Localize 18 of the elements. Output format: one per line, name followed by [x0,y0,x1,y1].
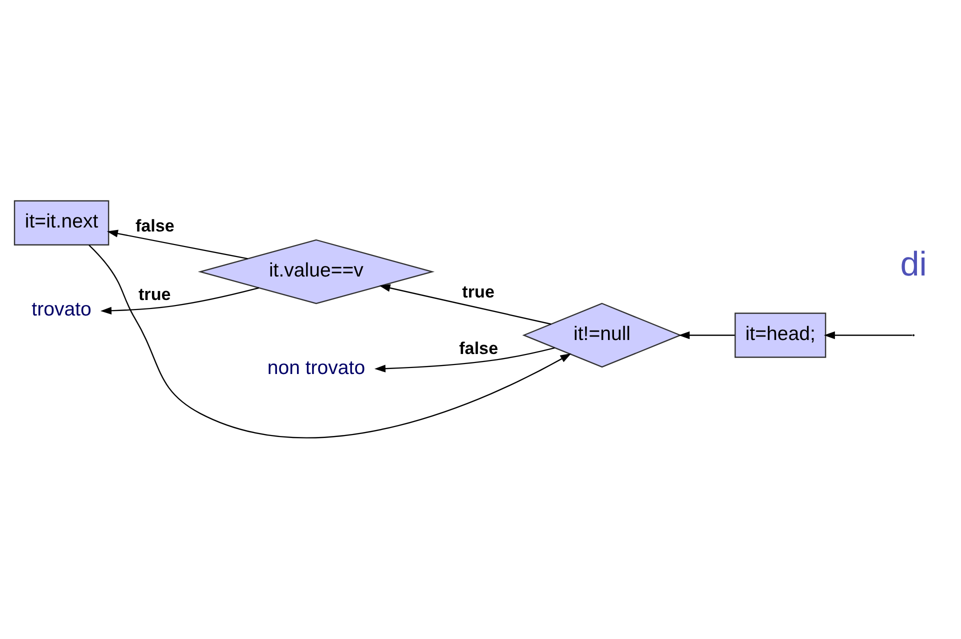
node-box: it=it.next [14,200,110,246]
edge-label: false [135,216,174,236]
node-text: non trovato [267,357,366,380]
arrow [824,331,912,340]
edge-label: true [138,285,171,304]
arrow [88,244,572,438]
arrow [100,287,260,315]
arrow [374,347,555,372]
node-text: trovato [32,298,92,320]
arrow [678,331,735,340]
edge-label: false [459,338,498,358]
node-diamond: it!=null [522,302,682,368]
edge-label: true [462,282,494,302]
node-diamond: it.value==v [198,239,435,304]
arrow [106,230,248,260]
arrow [379,284,552,325]
node-box: it=head; [734,312,826,358]
label: di [900,245,927,284]
